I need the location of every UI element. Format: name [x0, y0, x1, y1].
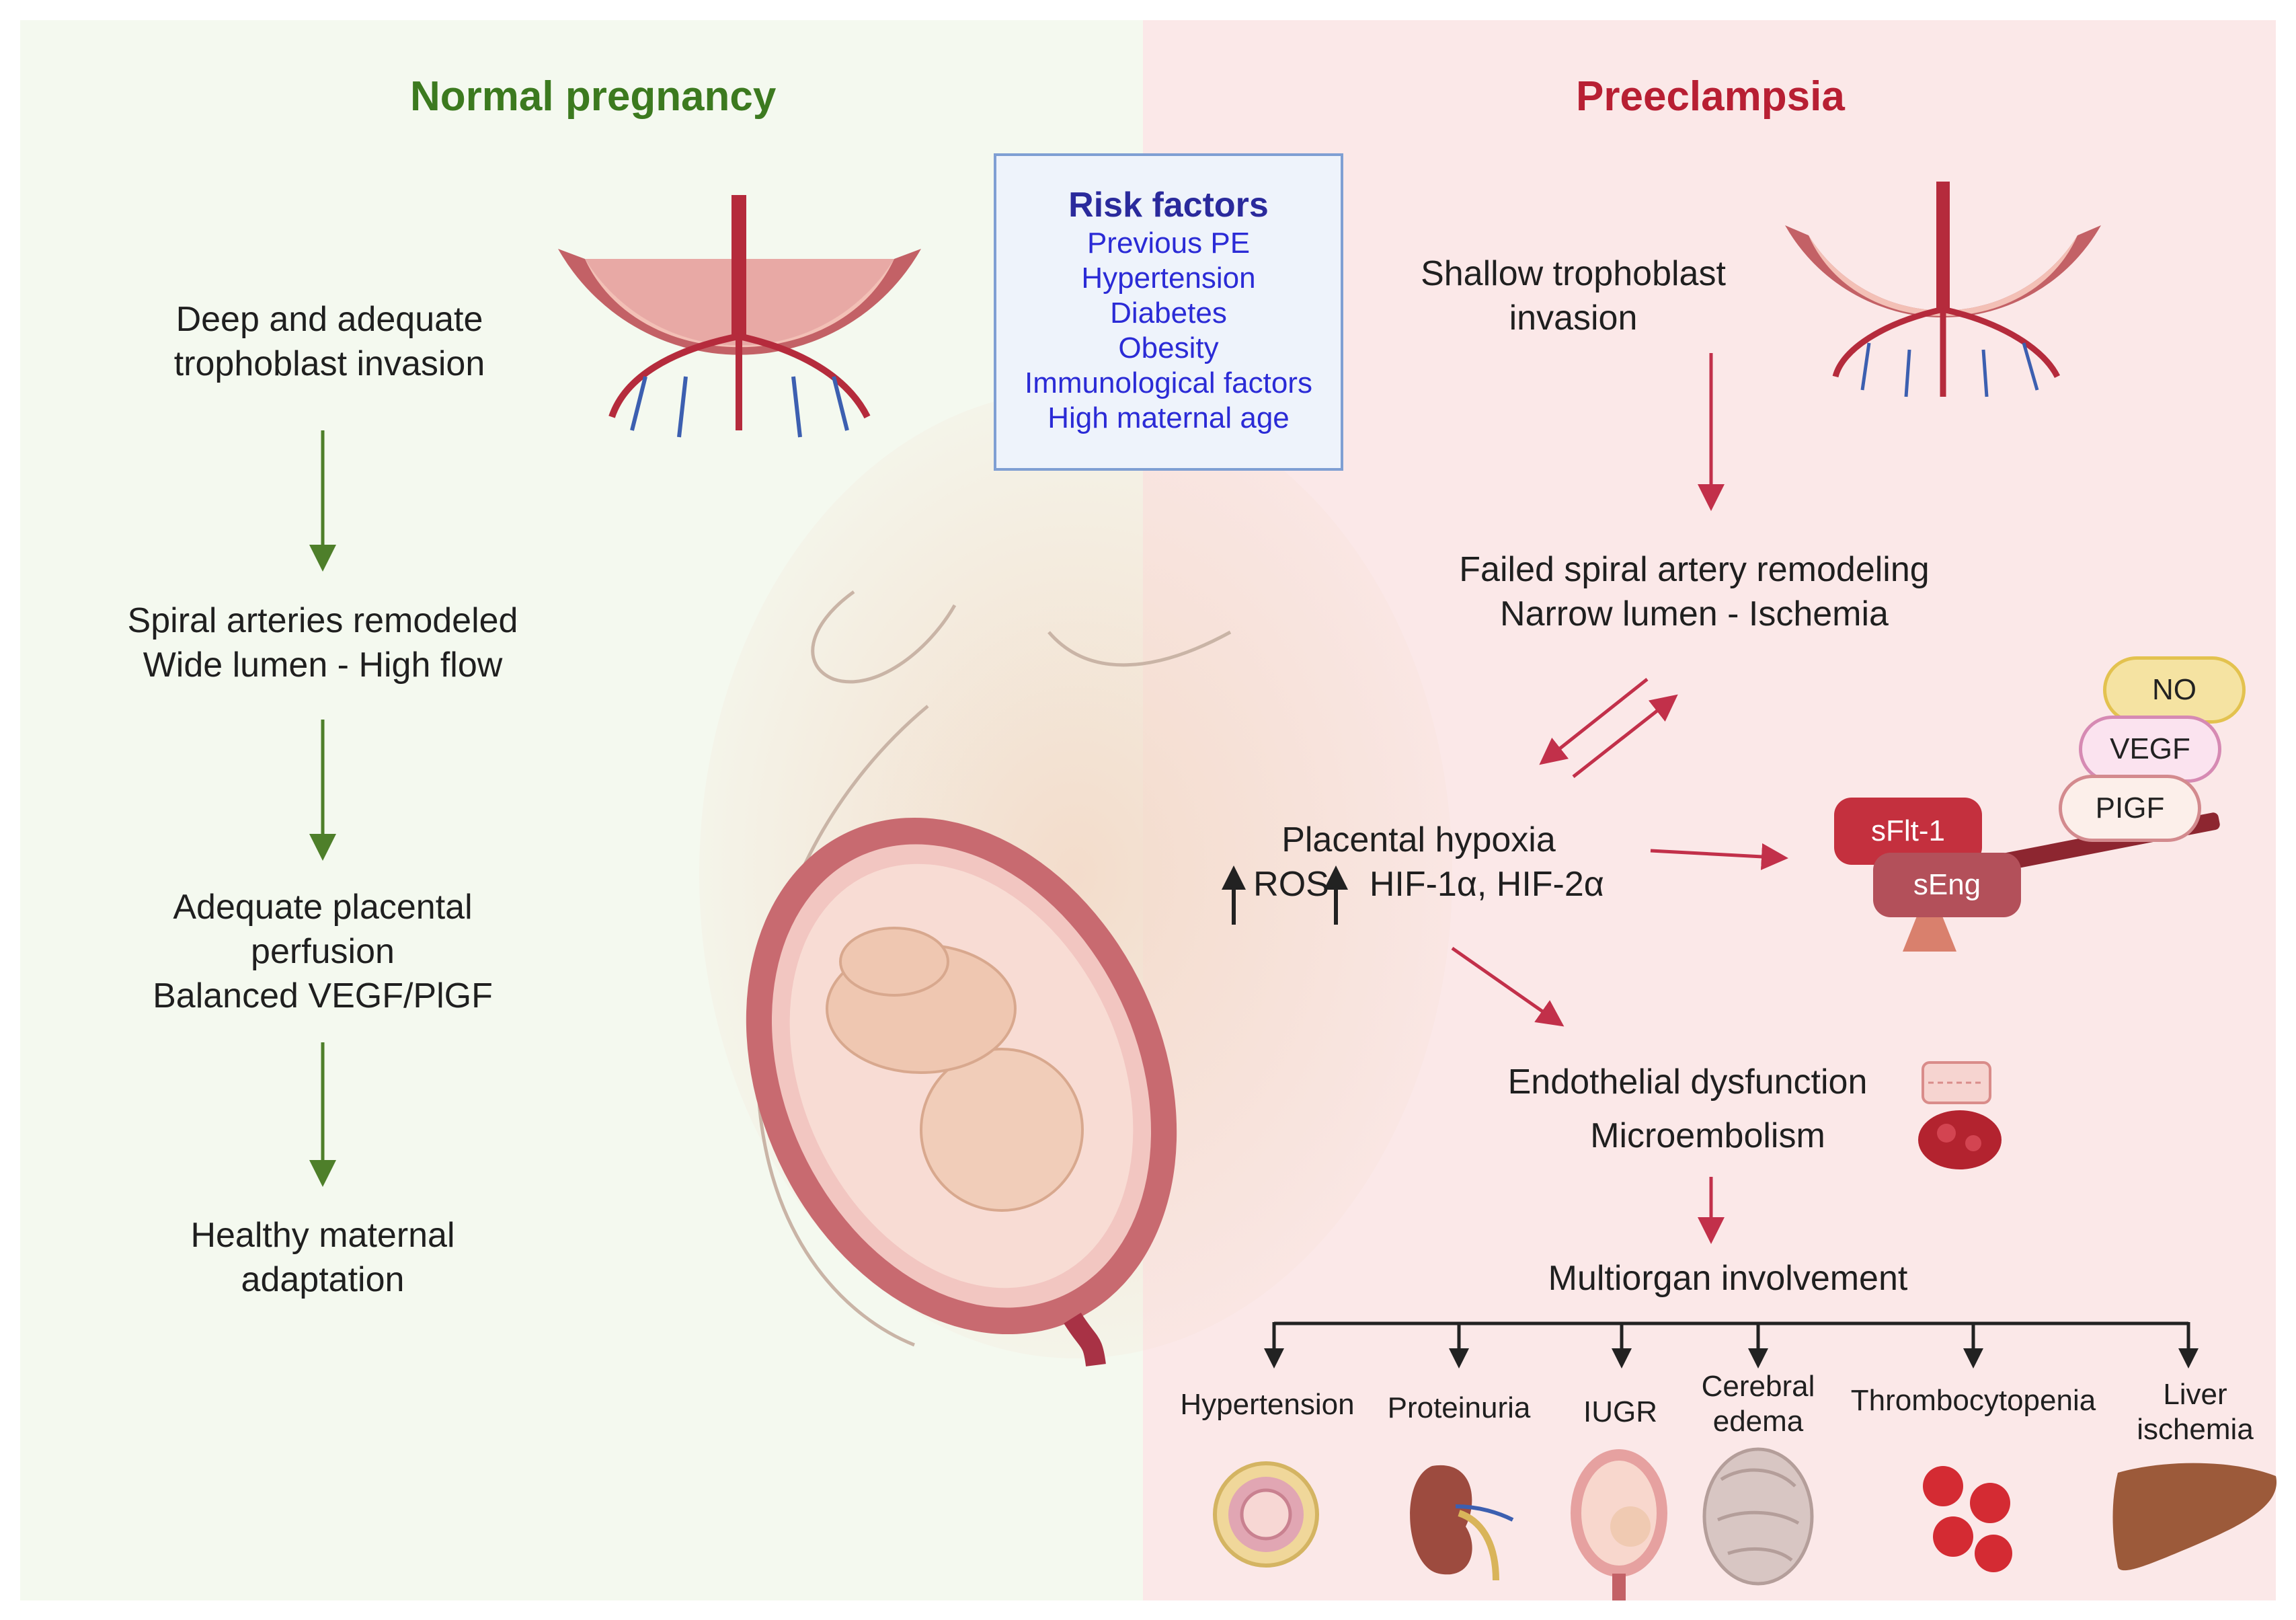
pe-step-endothelial: Endothelial dysfunction: [1507, 1063, 1868, 1102]
normal-placenta-illustration: [558, 195, 921, 438]
organ-label-iugr: IUGR: [1583, 1395, 1657, 1428]
risk-factor-item: Immunological factors: [1025, 367, 1312, 399]
preeclampsia-flow-arrows: [1451, 353, 1788, 1244]
artery-cross-section-icon: [1213, 1461, 1319, 1568]
organ-label-hypertension: Hypertension: [1180, 1388, 1355, 1421]
uterus-fetus-illustration: [746, 817, 1177, 1367]
seng-pill: sEng: [1873, 853, 2021, 917]
vegf-pill: VEGF: [2079, 716, 2221, 783]
liver-icon: [2112, 1463, 2277, 1571]
organ-label-thrombocytopenia: Thrombocytopenia: [1850, 1384, 2096, 1417]
microembolism-icon: [1918, 1110, 2002, 1169]
risk-factor-item: Hypertension: [1081, 262, 1256, 295]
organ-label-proteinuria: Proteinuria: [1387, 1391, 1531, 1424]
kidney-icon: [1410, 1465, 1514, 1581]
uterus-fetus-icon: [1571, 1449, 1667, 1600]
risk-factor-item: Obesity: [1118, 332, 1219, 364]
brain-icon: [1702, 1447, 1814, 1586]
risk-factor-item: Previous PE: [1086, 227, 1251, 260]
pe-step-microembolism: Microembolism: [1590, 1116, 1825, 1155]
no-pill: NO: [2103, 656, 2246, 724]
organ-branch-lines: [1264, 1321, 2199, 1368]
preeclampsia-title: Preeclampsia: [1576, 73, 1845, 120]
increase-arrows: [1222, 865, 1348, 925]
risk-factors-title: Risk factors: [1068, 186, 1269, 225]
normal-pregnancy-title: Normal pregnancy: [410, 73, 777, 120]
risk-factor-item: High maternal age: [1047, 401, 1290, 434]
risk-factors-box: Risk factors Previous PE Hypertension Di…: [994, 153, 1343, 471]
red-blood-cells-icon: [1923, 1466, 2012, 1572]
preeclampsia-placenta-illustration: [1785, 182, 2101, 397]
risk-factor-item: Diabetes: [1110, 297, 1227, 330]
pigf-pill: PIGF: [2059, 775, 2201, 842]
endothelium-icon: [1922, 1061, 1991, 1104]
pe-step-multiorgan: Multiorgan involvement: [1548, 1259, 1908, 1298]
